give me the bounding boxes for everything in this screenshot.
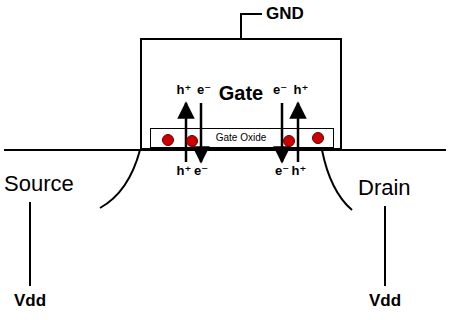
- supply-name: Vdd: [369, 292, 401, 311]
- hole-arrow: [185, 103, 188, 162]
- gate-wire: [241, 14, 262, 38]
- electron-arrow: [281, 103, 284, 162]
- drain-junction: [322, 150, 352, 210]
- trapped-charge: [187, 136, 198, 147]
- gate-oxide-band: Gate Oxide: [150, 128, 334, 148]
- terminal-name: GND: [266, 5, 304, 24]
- source-wire: [29, 202, 31, 286]
- region-name: Drain: [358, 176, 411, 200]
- carrier-label: e⁻: [273, 83, 287, 97]
- trapped-charge: [284, 136, 295, 147]
- trapped-charge: [163, 135, 174, 146]
- oxide-label: Gate Oxide: [216, 132, 267, 143]
- carrier-label: h⁺: [294, 83, 309, 97]
- hole-arrow: [297, 103, 300, 162]
- carrier-label: h⁺: [292, 164, 307, 178]
- carrier-label: e⁻: [194, 164, 208, 178]
- drain-wire: [384, 206, 386, 286]
- trapped-charge: [313, 133, 324, 144]
- carrier-label: e⁻: [275, 164, 289, 178]
- region-name: Source: [4, 172, 74, 196]
- supply-name: Vdd: [14, 292, 46, 311]
- electron-arrow: [200, 103, 203, 162]
- gate-electrode: GateGate Oxide: [140, 38, 342, 150]
- gate-label: Gate: [219, 82, 263, 104]
- carrier-label: h⁺: [177, 164, 192, 178]
- source-junction: [100, 150, 140, 208]
- carrier-label: h⁺: [177, 83, 192, 97]
- carrier-label: e⁻: [197, 83, 211, 97]
